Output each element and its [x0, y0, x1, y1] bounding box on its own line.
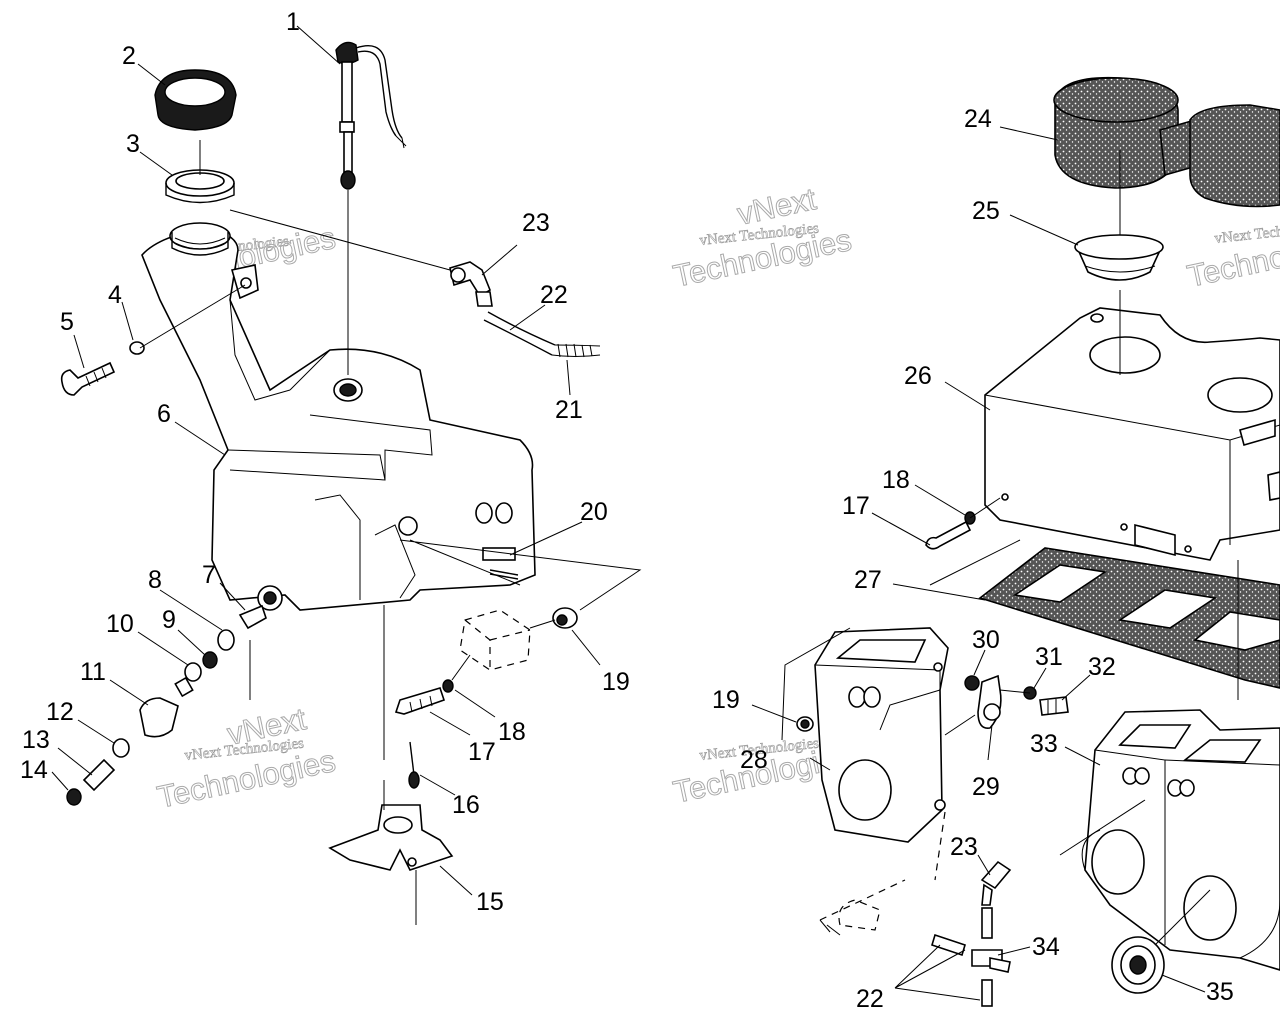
callout-16: 16	[452, 791, 480, 819]
cap-gasket-part	[165, 169, 235, 204]
callout-labels: 1 2 3 4 5 6 7 8 9 10 11 12 13 14 15 16 1…	[20, 8, 1234, 1013]
callout-22-right: 22	[856, 985, 884, 1013]
callout-19-right: 19	[712, 686, 740, 714]
right-leader-lines	[751, 126, 1239, 1001]
callout-20: 20	[580, 498, 608, 526]
callout-31: 31	[1035, 643, 1063, 671]
callout-29: 29	[972, 773, 1000, 801]
callout-2: 2	[122, 42, 136, 70]
drain-fitting-parts	[66, 604, 267, 806]
airbox-gasket-part	[978, 547, 1280, 689]
air-filter-foam-part	[1053, 76, 1280, 208]
callout-35: 35	[1206, 978, 1234, 1006]
callout-30: 30	[972, 626, 1000, 654]
inline-filter-parts	[394, 607, 578, 715]
callout-23-right: 23	[950, 833, 978, 861]
callout-1: 1	[286, 8, 300, 36]
callout-17-right: 17	[842, 492, 870, 520]
callout-22: 22	[540, 281, 568, 309]
callout-11: 11	[80, 658, 106, 686]
callout-27: 27	[854, 566, 882, 594]
callout-12: 12	[46, 698, 74, 726]
callout-34: 34	[1032, 933, 1060, 961]
callout-26: 26	[904, 362, 932, 390]
pin-part	[408, 741, 420, 789]
filler-cap-part	[154, 69, 237, 131]
watermark-left-bottom: vNext vNext Technologies Technologies	[154, 701, 339, 816]
callout-17: 17	[468, 738, 496, 766]
callout-23: 23	[522, 209, 550, 237]
callout-4: 4	[108, 281, 122, 309]
callout-19: 19	[602, 668, 630, 696]
vent-tee-hose-parts	[819, 860, 1012, 1007]
callout-32: 32	[1088, 653, 1116, 681]
airbox-cover-part	[984, 307, 1280, 561]
filter-adapter-ring-part	[1074, 234, 1164, 281]
dipstick-part	[335, 41, 407, 190]
intake-boot-right-part	[1081, 709, 1280, 971]
callout-6: 6	[157, 400, 171, 428]
callout-21: 21	[555, 396, 583, 424]
vent-fitting-hose-parts	[449, 261, 601, 358]
cover-screw-parts	[925, 511, 976, 550]
callout-14: 14	[20, 756, 48, 784]
bolt-washer-parts	[60, 341, 145, 396]
callout-3: 3	[126, 130, 140, 158]
callout-8: 8	[148, 566, 162, 594]
oil-tank-part	[141, 222, 536, 611]
tank-bracket-part	[328, 804, 454, 871]
left-leader-lines	[51, 25, 642, 925]
clamp-hardware-parts	[796, 674, 1069, 732]
callout-13: 13	[22, 726, 50, 754]
callout-15: 15	[476, 888, 504, 916]
callout-7: 7	[202, 561, 216, 589]
callout-28: 28	[740, 746, 768, 774]
callout-5: 5	[60, 308, 74, 336]
callout-24: 24	[964, 105, 992, 133]
callout-25: 25	[972, 197, 1000, 225]
callout-18-right: 18	[882, 466, 910, 494]
intake-boot-left-part	[814, 627, 949, 843]
callout-33: 33	[1030, 730, 1058, 758]
watermark-center-top: vNext vNext Technologies Technologies	[670, 181, 855, 295]
grommet-part	[1111, 936, 1165, 994]
callout-10: 10	[106, 610, 134, 638]
callout-18: 18	[498, 718, 526, 746]
callout-9: 9	[162, 606, 176, 634]
